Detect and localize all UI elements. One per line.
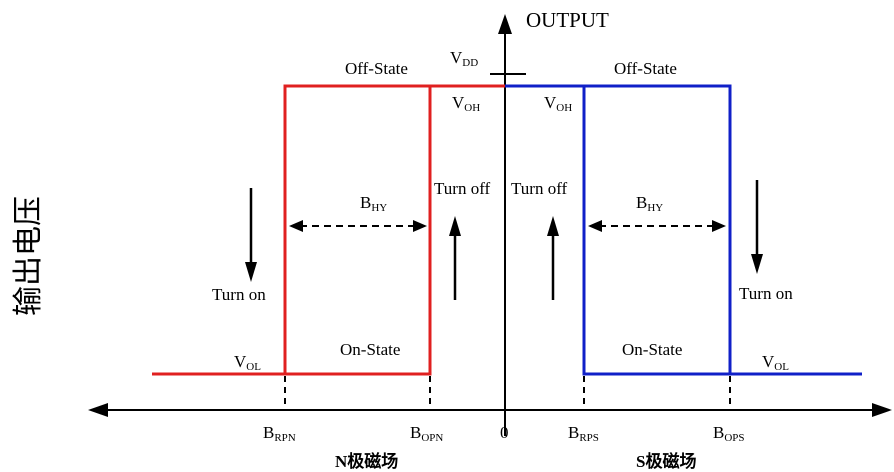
- bhy-left-label: BHY: [360, 193, 387, 214]
- vdd-label: VDD: [450, 48, 478, 69]
- x-axis-left-arrow: [88, 403, 108, 417]
- bhy-right-arrow-head-right: [712, 220, 726, 232]
- bhy-right-arrow-head-left: [588, 220, 602, 232]
- n-pole-curve: [152, 84, 505, 376]
- tick-brpn-label: BRPN: [263, 423, 296, 444]
- s-pole-curve: [505, 84, 862, 376]
- vol-left-label: VOL: [234, 352, 261, 373]
- voh-left-label: VOH: [452, 93, 480, 114]
- on-state-right-label: On-State: [622, 340, 682, 359]
- turn-on-left-label: Turn on: [212, 285, 266, 304]
- turn-off-right-arrow-head: [547, 216, 559, 236]
- on-state-left-label: On-State: [340, 340, 400, 359]
- vol-right-label: VOL: [762, 352, 789, 373]
- n-pole-inner-curve: [285, 86, 432, 376]
- tick-brps-label: BRPS: [568, 423, 599, 444]
- turn-off-right-label: Turn off: [511, 179, 568, 198]
- voh-right-label: VOH: [544, 93, 572, 114]
- off-state-right-label: Off-State: [614, 59, 677, 78]
- x-axis-right-arrow: [872, 403, 892, 417]
- y-axis-arrow: [498, 14, 512, 34]
- turn-off-left-arrow-head: [449, 216, 461, 236]
- tick-bopn-label: BOPN: [410, 423, 443, 444]
- bhy-left-arrow-head-right: [413, 220, 427, 232]
- bhy-left-arrow-head-left: [289, 220, 303, 232]
- bhy-right-label: BHY: [636, 193, 663, 214]
- turn-on-left-arrow-head: [245, 262, 257, 282]
- turn-off-left-label: Turn off: [434, 179, 491, 198]
- turn-on-right-arrow-head: [751, 254, 763, 274]
- turn-on-right-label: Turn on: [739, 284, 793, 303]
- y-axis-label: OUTPUT: [526, 8, 609, 32]
- tick-bops-label: BOPS: [713, 423, 745, 444]
- origin-label: 0: [500, 423, 509, 442]
- n-pole-label: N极磁场: [335, 451, 398, 471]
- s-pole-inner-curve: [582, 86, 730, 376]
- s-pole-label: S极磁场: [636, 451, 696, 471]
- off-state-left-label: Off-State: [345, 59, 408, 78]
- vertical-caption: 输出电压: [12, 196, 45, 316]
